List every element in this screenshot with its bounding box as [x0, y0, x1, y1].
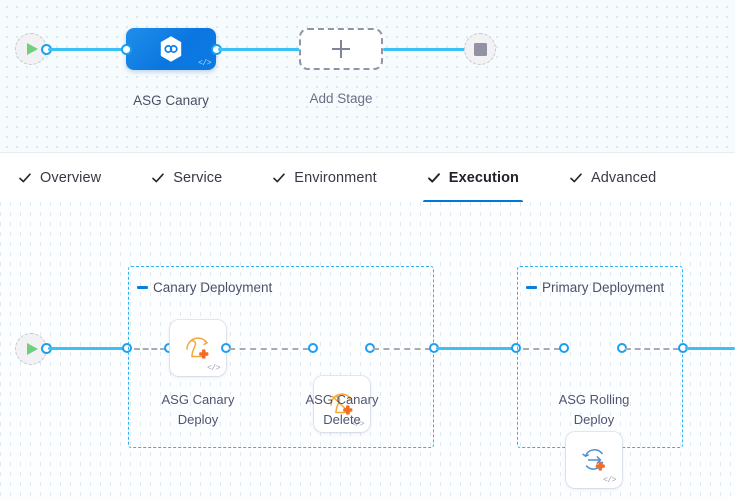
- link-canary-edge-to-deploy: [134, 348, 166, 350]
- step-label-line1: ASG Canary: [161, 392, 235, 407]
- asg-rolling-deploy-input-port[interactable]: [559, 343, 569, 353]
- tab-advanced[interactable]: Advanced: [565, 153, 660, 203]
- check-icon: [151, 171, 165, 185]
- link-asg-canary-to-add-stage: [218, 48, 300, 51]
- tab-advanced-label: Advanced: [591, 169, 657, 186]
- step-label-line2: Delete: [323, 412, 361, 427]
- add-stage-node[interactable]: [299, 28, 383, 70]
- stage-graph-canvas[interactable]: </> ASG Canary Add Stage: [0, 0, 735, 152]
- tab-overview-label: Overview: [40, 169, 102, 186]
- step-group-canary-deployment[interactable]: [128, 266, 434, 448]
- asg-rolling-deploy-icon: [582, 449, 605, 471]
- tab-service[interactable]: Service: [147, 153, 226, 203]
- link-start-to-asg-canary: [48, 48, 130, 51]
- asg-canary-delete-icon: [330, 393, 353, 415]
- check-icon: [569, 171, 583, 185]
- link-canary-to-primary-group: [436, 347, 514, 350]
- stop-icon: [473, 42, 487, 56]
- link-deploy-to-delete: [229, 348, 309, 350]
- link-primary-edge-to-rolling: [523, 348, 560, 350]
- step-label-line2: Deploy: [573, 412, 615, 427]
- collapse-bar-icon[interactable]: [526, 286, 537, 289]
- stage-label-asg-canary: ASG Canary: [133, 93, 209, 108]
- primary-group-input-port[interactable]: [511, 343, 521, 353]
- asg-canary-deploy-icon: [186, 337, 209, 359]
- play-icon: [27, 43, 38, 55]
- group-label-text: Canary Deployment: [153, 280, 273, 295]
- group-label-text: Primary Deployment: [542, 280, 665, 295]
- link-start-to-canary-group: [48, 347, 126, 350]
- canary-group-input-port[interactable]: [122, 343, 132, 353]
- link-delete-to-canary-edge: [373, 348, 431, 350]
- stage-config-tabs: Overview Service Environment Execution A: [0, 152, 735, 203]
- tab-environment[interactable]: Environment: [268, 153, 381, 203]
- step-label-line1: ASG Rolling: [558, 392, 630, 407]
- play-icon: [27, 343, 38, 355]
- step-label-line2: Deploy: [177, 412, 219, 427]
- step-group-label-primary-deployment[interactable]: Primary Deployment: [526, 280, 664, 295]
- tab-service-label: Service: [173, 169, 223, 186]
- link-primary-group-to-next: [685, 347, 735, 350]
- step-node-asg-canary-delete[interactable]: </>: [314, 376, 370, 432]
- step-node-asg-canary-deploy[interactable]: </>: [170, 320, 226, 376]
- pipeline-stop-node[interactable]: [464, 33, 496, 65]
- step-code-icon: </>: [207, 364, 220, 373]
- asg-canary-delete-input-port[interactable]: [308, 343, 318, 353]
- step-code-icon: </>: [603, 476, 616, 485]
- check-icon: [18, 171, 32, 185]
- step-label-asg-rolling-deploy: ASG Rolling Deploy: [539, 390, 649, 430]
- add-stage-label: Add Stage: [309, 91, 373, 106]
- tab-environment-label: Environment: [294, 169, 377, 186]
- tab-overview[interactable]: Overview: [14, 153, 105, 203]
- step-code-icon: </>: [351, 420, 364, 429]
- step-label-asg-canary-deploy: ASG Canary Deploy: [143, 390, 253, 430]
- execution-graph-canvas[interactable]: Canary Deployment </>: [0, 202, 735, 501]
- stage-node-asg-canary[interactable]: </>: [126, 28, 216, 70]
- link-rolling-to-primary-edge: [625, 348, 679, 350]
- check-icon: [427, 171, 441, 185]
- collapse-bar-icon[interactable]: [137, 286, 148, 289]
- asg-canary-input-port[interactable]: [121, 44, 132, 55]
- step-node-asg-rolling-deploy[interactable]: </>: [566, 432, 622, 488]
- stage-code-icon: </>: [198, 59, 211, 68]
- step-label-line1: ASG Canary: [305, 392, 379, 407]
- harness-hexagon-icon: [160, 36, 182, 62]
- step-group-label-canary-deployment[interactable]: Canary Deployment: [137, 280, 272, 295]
- step-label-asg-canary-delete: ASG Canary Delete: [287, 390, 397, 430]
- tab-execution[interactable]: Execution: [422, 153, 524, 203]
- link-add-stage-to-stop: [383, 48, 473, 51]
- tab-execution-label: Execution: [448, 169, 519, 186]
- plus-icon: [332, 40, 350, 58]
- check-icon: [272, 171, 286, 185]
